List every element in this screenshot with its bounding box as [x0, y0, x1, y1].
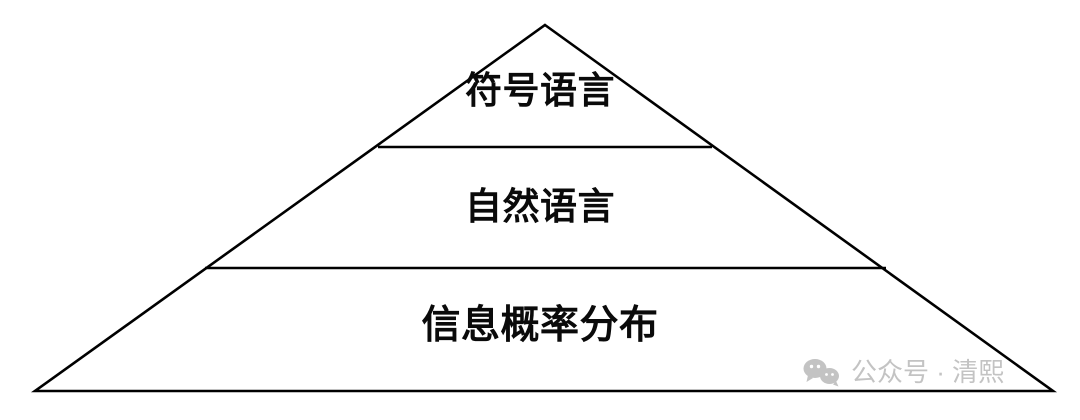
tier-label-middle: 自然语言	[465, 186, 615, 227]
watermark: 公众号 · 清熙	[802, 357, 1004, 387]
pyramid-outline	[30, 23, 1058, 393]
tier-label-bottom: 信息概率分布	[421, 304, 659, 347]
wechat-icon	[803, 359, 839, 387]
tier-label-top: 符号语言	[465, 70, 615, 111]
watermark-text: 公众号 · 清熙	[851, 357, 1005, 387]
